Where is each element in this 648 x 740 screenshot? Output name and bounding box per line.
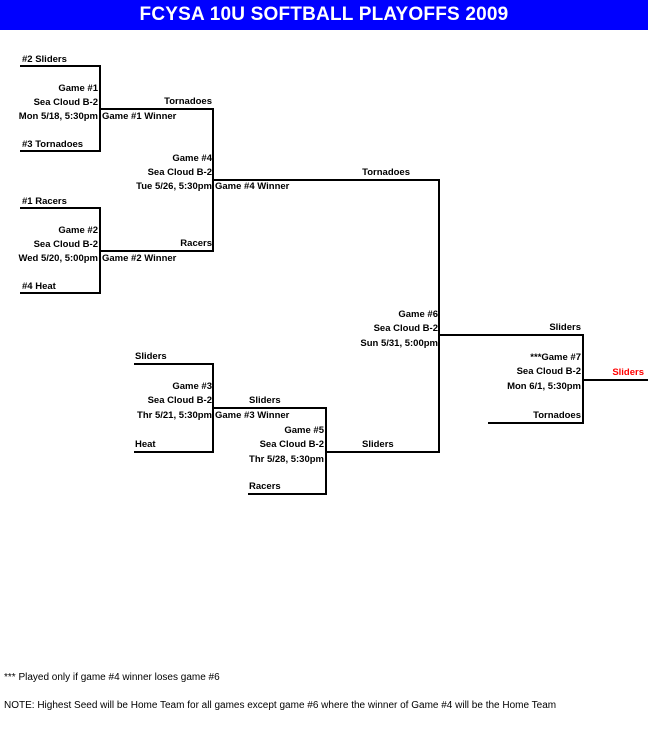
game1-winner-label: Game #1 Winner [102,111,177,122]
game1-venue: Sea Cloud B-2 [33,97,98,108]
game7-time: Mon 6/1, 5:30pm [507,381,581,392]
game7-bottom-team: Tornadoes [533,410,581,421]
game1-time: Mon 5/18, 5:30pm [18,111,98,122]
game7-venue: Sea Cloud B-2 [516,366,581,377]
champion-label: Sliders [612,367,644,378]
seed-3-tornadoes: #3 Tornadoes [22,139,84,150]
seed-4-heat: #4 Heat [22,281,56,292]
game2-venue: Sea Cloud B-2 [33,239,98,250]
game5-venue: Sea Cloud B-2 [259,439,324,450]
seed-1-racers: #1 Racers [22,196,67,207]
game2-winner: Racers [180,238,212,249]
game5-bottom-team: Racers [249,481,281,492]
footnote: *** Played only if game #4 winner loses … [4,672,220,683]
game3-label: Game #3 [172,381,212,392]
game4-winner-label: Game #4 Winner [215,181,290,192]
game3-top-team: Sliders [135,351,167,362]
page-title: FCYSA 10U SOFTBALL PLAYOFFS 2009 [0,0,648,30]
game4-winner: Tornadoes [362,167,410,178]
game6-venue: Sea Cloud B-2 [373,323,438,334]
game3-bottom-team: Heat [135,439,156,450]
home-team-note: NOTE: Highest Seed will be Home Team for… [4,700,557,711]
game2-winner-label: Game #2 Winner [102,253,177,264]
game6-label: Game #6 [398,309,438,320]
game6-time: Sun 5/31, 5:00pm [360,338,438,349]
game1-winner: Tornadoes [164,96,212,107]
game6-winner: Sliders [549,322,581,333]
game5-winner: Sliders [362,439,394,450]
game4-venue: Sea Cloud B-2 [147,167,212,178]
game7-label: ***Game #7 [530,352,581,363]
game3-time: Thr 5/21, 5:30pm [137,410,212,421]
game3-winner-label: Game #3 Winner [215,410,290,421]
game5-time: Thr 5/28, 5:30pm [249,454,324,465]
game2-time: Wed 5/20, 5:00pm [18,253,98,264]
game1-label: Game #1 [58,83,98,94]
game4-time: Tue 5/26, 5:30pm [136,181,212,192]
game4-label: Game #4 [172,153,212,164]
game5-label: Game #5 [284,425,324,436]
game5-top-team: Sliders [249,395,281,406]
game3-venue: Sea Cloud B-2 [147,395,212,406]
game2-label: Game #2 [58,225,98,236]
seed-2-sliders: #2 Sliders [22,54,67,65]
